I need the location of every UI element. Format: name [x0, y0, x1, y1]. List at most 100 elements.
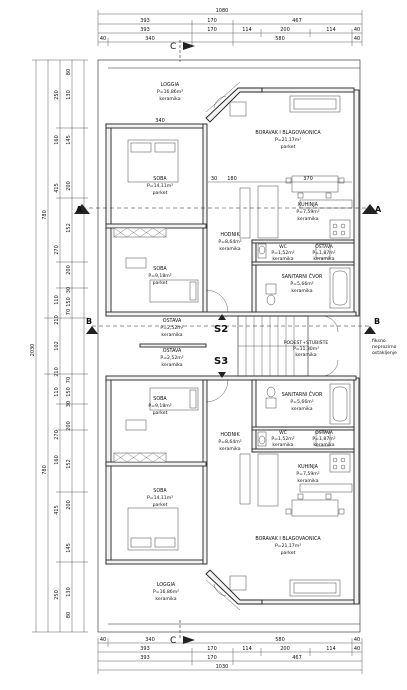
dim-left-il-2: 150: [66, 387, 72, 397]
dim-left-iu-4: 200: [66, 181, 72, 191]
dim-top-r3-e: 114: [326, 27, 336, 33]
room-sanitarni-bottom-name: SANITARNI ČVOR: [282, 391, 323, 398]
room-wc-bottom-name: WC: [279, 430, 287, 436]
room-wc-top-floor: keramika: [272, 256, 293, 262]
dim-left-u-3: 415: [54, 183, 60, 193]
dim-left-iu-6: 200: [66, 265, 72, 275]
dim-bot-total: 1030: [216, 664, 229, 670]
room-soba2-top-floor: parket: [153, 280, 168, 286]
bottom-dimensions: 40 340 580 40 393 170 114 200 114 40 393…: [97, 637, 363, 674]
room-loggia-bottom-floor: keramika: [155, 596, 176, 602]
dim-left-mid-3: 210: [54, 367, 60, 377]
dim-top-r3-d: 200: [280, 27, 290, 33]
dim-top-r2-a: 393: [140, 18, 150, 24]
dim-left-mid-1: 210: [54, 315, 60, 325]
walls: [97, 59, 361, 633]
dim-top-r2-b: 170: [207, 18, 217, 24]
room-sanitarni-bottom-area: P=5,66m²: [290, 399, 313, 405]
dim-left-il-7: 145: [66, 543, 72, 553]
room-ostava-mt-name: OSTAVA: [163, 318, 182, 324]
room-kuhinja-bottom-name: KUHINJA: [298, 464, 318, 470]
room-ostava-mb-area: P=2,52m²: [160, 355, 183, 361]
section-a-left: A: [76, 205, 83, 214]
room-wc-bottom-floor: keramika: [272, 442, 293, 448]
dim-bot-r1-a: 40: [100, 637, 106, 643]
room-boravak-bottom-name: BORAVAK I BLAGOVAONICA: [255, 536, 321, 542]
room-hodnik-top-floor: keramika: [219, 246, 240, 252]
room-wc-top-area: P=1,52m²: [271, 250, 294, 256]
room-ostava-tr-floor: keramika: [313, 256, 334, 262]
room-soba1-bottom-floor: parket: [153, 502, 168, 508]
room-boravak-bottom-area: P=21,17m²: [275, 543, 301, 549]
room-hodnik-bottom-area: P=8,64m²: [218, 439, 241, 445]
top-dimensions: 1080 393 170 467 393 170 114 200 114 40 …: [97, 8, 363, 46]
room-sanitarni-top-name: SANITARNI ČVOR: [282, 273, 323, 280]
room-hodnik-bottom-name: HODNIK: [220, 432, 240, 438]
dim-bot-r2-c: 114: [242, 646, 252, 652]
room-ostava-tr-area: P=1,87m²: [312, 250, 335, 256]
dim-top-r3-b: 170: [207, 27, 217, 33]
dim-top-r3-f: 40: [354, 27, 360, 33]
room-soba1-bottom-name: SOBA: [153, 488, 167, 494]
section-b-right: B: [374, 317, 380, 326]
dim-inner-top-a: 340: [155, 118, 165, 124]
dim-left-iu-9: 70: [66, 309, 72, 315]
room-podest-floor: keramika: [295, 352, 316, 358]
dim-top-r4-a: 40: [100, 36, 106, 42]
left-dimensions: 2030 780 780 250 160 415 270 110 210 102…: [30, 59, 88, 633]
room-hodnik-bottom-floor: keramika: [219, 446, 240, 452]
room-hodnik-top-area: P=8,64m²: [218, 239, 241, 245]
room-soba2-bottom-name: SOBA: [153, 396, 167, 402]
room-soba2-bottom-floor: parket: [153, 410, 168, 416]
dim-left-il-5: 152: [66, 459, 72, 469]
dim-bot-r1-d: 40: [354, 637, 360, 643]
inner-dimensions: 340 30 180 370: [155, 118, 352, 183]
furniture-upper: [113, 95, 353, 309]
dim-top-r2-c: 467: [292, 18, 302, 24]
dim-left-u-5: 110: [54, 295, 60, 305]
section-b-left: B: [86, 317, 92, 326]
room-ostava-br-area: P=1,87m²: [312, 436, 335, 442]
dim-left-lower-total: 780: [42, 465, 48, 475]
dim-left-l-3: 160: [54, 455, 60, 465]
dim-left-mid-2: 102: [54, 341, 60, 351]
dim-bot-r2-e: 114: [326, 646, 336, 652]
room-kuhinja-top-area: P=7,59m²: [296, 209, 319, 215]
room-ostava-br-name: OSTAVA: [315, 430, 334, 436]
dim-left-upper-total: 780: [42, 210, 48, 220]
room-kuhinja-top-floor: keramika: [297, 216, 318, 222]
dim-left-u-2: 160: [54, 135, 60, 145]
dim-inner-hall-a: 30: [211, 176, 217, 182]
room-labels: LOGGIA P=16,86m² keramika BORAVAK I BLAG…: [147, 82, 336, 602]
room-soba2-bottom-area: P=9,18m²: [148, 403, 171, 409]
room-ostava-mb-name: OSTAVA: [163, 348, 182, 354]
room-boravak-top-name: BORAVAK I BLAGOVAONICA: [255, 130, 321, 136]
dim-left-il-6: 200: [66, 500, 72, 510]
room-ostava-br-floor: keramika: [313, 442, 334, 448]
section-c-bottom: C: [170, 636, 176, 646]
dim-bot-r3-a: 393: [140, 655, 150, 661]
room-boravak-top-floor: parket: [281, 144, 296, 150]
dim-bot-r1-b: 340: [145, 637, 155, 643]
dim-left-iu-8: 150: [66, 297, 72, 307]
dim-left-il-1: 70: [66, 377, 72, 383]
dim-inner-hall-b: 180: [227, 176, 237, 182]
dim-bot-r2-d: 200: [280, 646, 290, 652]
room-hodnik-top-name: HODNIK: [220, 232, 240, 238]
room-ostava-tr-name: OSTAVA: [315, 244, 334, 250]
loggia-windows: [205, 81, 241, 611]
room-podest-area: P=11,30m²: [293, 346, 319, 352]
dim-left-iu-5: 152: [66, 223, 72, 233]
dim-bot-r1-c: 580: [275, 637, 285, 643]
room-podest-name: PODEST+STUBIŠTE: [284, 339, 329, 346]
dim-left-il-8: 130: [66, 587, 72, 597]
room-soba1-top-area: P=14,11m²: [147, 183, 173, 189]
dim-left-l-4: 415: [54, 505, 60, 515]
dim-left-l-5: 250: [54, 590, 60, 600]
dim-left-il-9: 80: [66, 612, 72, 618]
room-soba2-top-name: SOBA: [153, 266, 167, 272]
staircase: S2 S3: [205, 289, 339, 403]
dim-bot-r2-a: 393: [140, 646, 150, 652]
room-wc-bottom-area: P=1,52m²: [271, 436, 294, 442]
